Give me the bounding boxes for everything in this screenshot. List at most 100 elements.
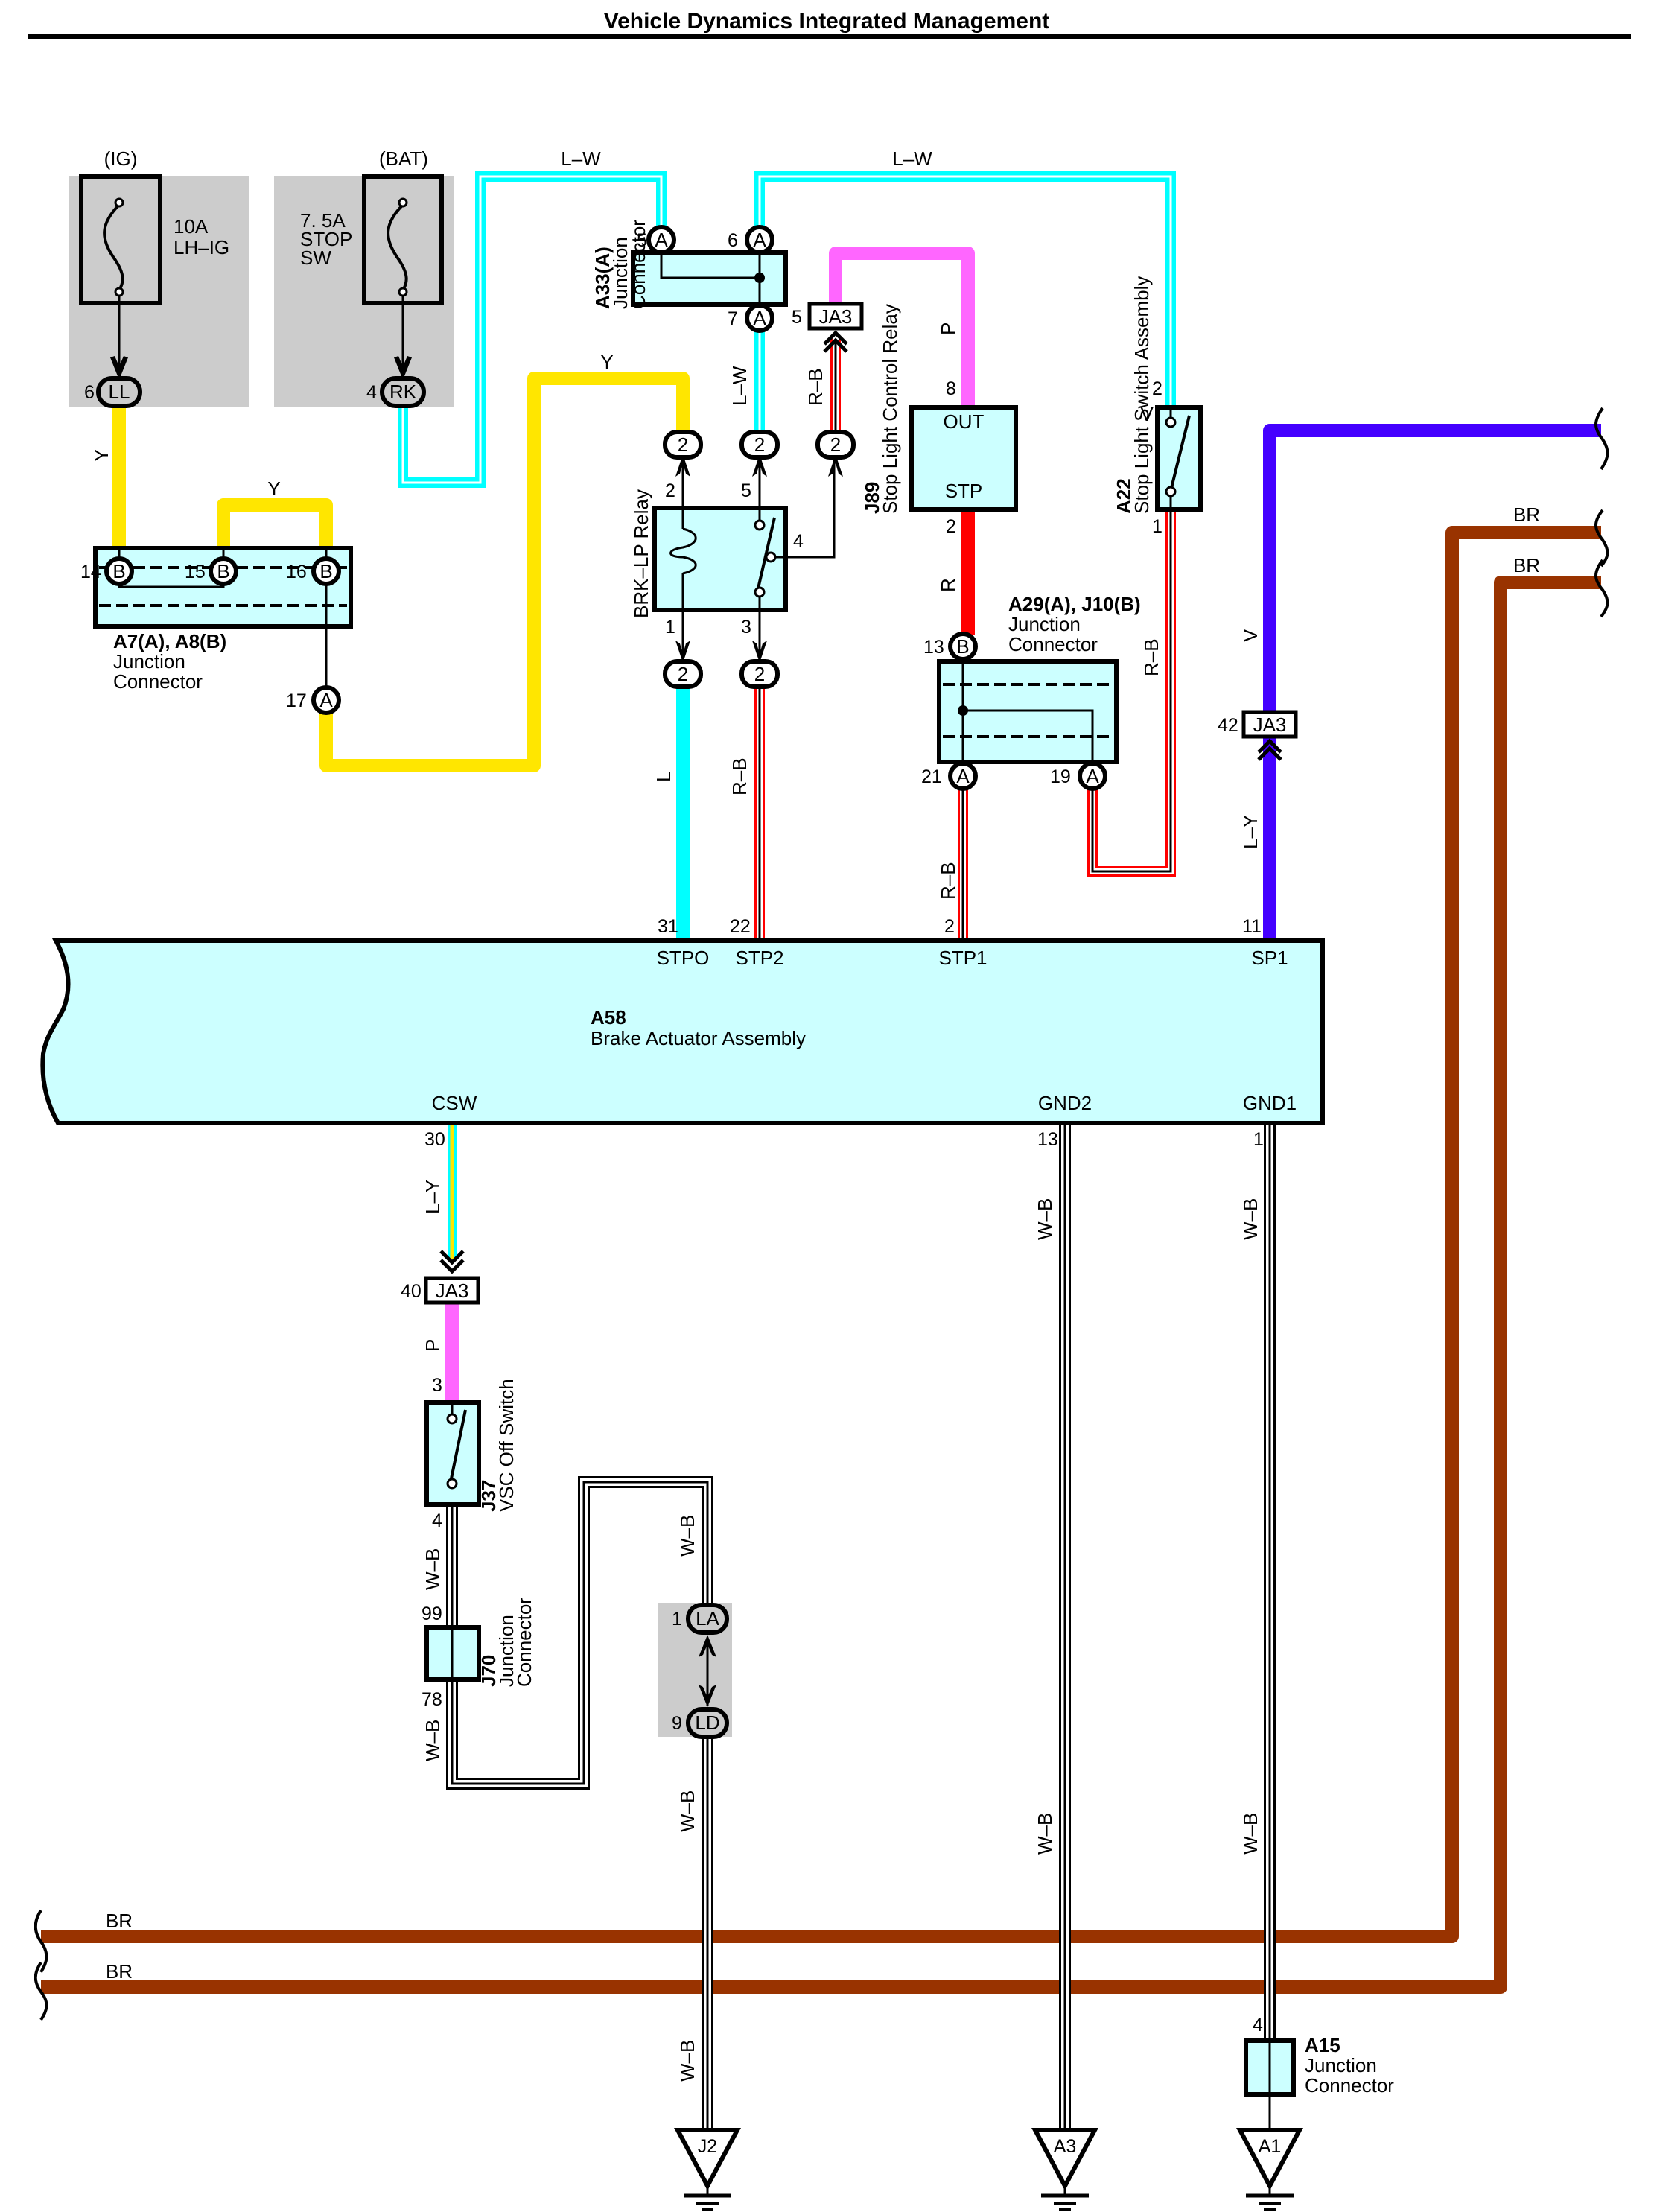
pin-16b: B 16 [286,556,341,586]
wire-label: V [1239,629,1262,642]
component-id: J37 [477,1480,500,1512]
fuse-terminal-icon [398,197,408,208]
component-name: BRK–LP Relay [630,489,652,618]
pin-number: 13 [1037,1129,1058,1150]
fuse-icon [387,203,408,291]
relay-brk-lp: 2 5 4 1 3 BRK–LP Relay [630,454,843,663]
fuse-rating: 7. 5A [300,209,346,232]
pin-7a: A 7 [728,303,774,333]
pin-number: 42 [1218,715,1238,736]
brake-actuator-a58: A58 Brake Actuator Assembly 31 STPO 22 S… [40,916,1325,1150]
connector-code: RK [389,381,417,403]
wire-rb-a29-to-a22 [1087,510,1176,877]
pin-number: 2 [946,516,956,537]
pin-19a: A 19 [1050,761,1107,791]
ground-code: J2 [698,2136,717,2157]
pin-number: 14 [80,562,101,582]
pin-number: 17 [286,690,307,711]
pin-number: 99 [422,1604,442,1624]
component-label-line1: Junction [1008,613,1081,635]
junction-ja3-42: JA3 42 [1218,710,1298,761]
switch-contact-icon [1170,415,1191,489]
wire-label: R [937,578,959,592]
wire-break-icon [34,1961,48,2021]
wire-label: Y [267,477,280,500]
splice-dot-icon [958,705,968,716]
wire-wb-j37-loop [446,1476,713,1790]
connector-number: 2 [678,433,688,456]
junction-ja3-5: JA3 5 [792,302,864,353]
switch-contact-icon [449,1409,467,1483]
pin-13b: B 13 [923,632,978,661]
wire-p-ja3-to-j89 [829,247,975,406]
wire-label: W–B [1239,1198,1262,1240]
wire-label: P [937,322,959,335]
wire-label: L–Y [1239,815,1262,849]
pin-number: 9 [672,1713,682,1734]
connector-letter: B [319,560,332,582]
connector-letter: A [1086,765,1099,787]
component-label-line1: Junction [1305,2054,1377,2076]
junction-j70: 99 78 J70 Junction Connector [422,1598,535,1710]
component-name: Stop Light Switch Assembly [1130,276,1153,514]
component-id: A58 [591,1006,626,1029]
terminal-label: STP2 [735,947,783,969]
fuse-icon [103,203,124,291]
relay-j89: OUT STP 8 2 J89 Stop Light Control Relay [861,304,1018,537]
pin-15b: B 15 [185,556,238,586]
fuse-name-line2: SW [300,247,331,269]
ground-a3: A3 [1031,2128,1098,2211]
connector-letter: B [956,635,969,658]
wire-label: L [652,772,675,782]
wire-break-icon [1594,509,1609,568]
pin-number: 8 [946,378,956,399]
component-label-line1: Junction [113,650,185,673]
arrow-icon [699,1685,716,1707]
component-id: J89 [861,482,883,514]
pin-number: 4 [366,382,377,403]
terminal-label: GND2 [1038,1092,1092,1114]
wire-label: W–B [676,1515,699,1557]
fuse-terminal-icon [398,287,408,297]
fuse-supply-label: (IG) [104,147,138,170]
fuse-rating: 10A [174,215,209,238]
chevron-up-icon [823,330,848,353]
wire-label: W–B [1239,1813,1262,1855]
pin-6a: A 6 [728,225,774,255]
wire-br-2 [41,576,1601,1994]
wire-label: R–B [728,757,751,795]
connector-code: LL [109,381,130,403]
connector-letter: A [319,689,333,711]
wire-label: BR [106,1960,133,1983]
fuse-name-line1: STOP [300,228,352,250]
wire-label: W–B [676,1790,699,1832]
pin-number: 31 [658,916,678,937]
pin-number: 16 [286,562,307,582]
fuse-terminal-icon [114,287,124,297]
pin-number: 5 [741,480,751,501]
wire-label: BR [1513,503,1540,526]
page-title: Vehicle Dynamics Integrated Management [604,9,1050,34]
pin-14b: B 14 [80,556,134,586]
ground-code: A1 [1259,2136,1282,2157]
terminal-label: STP [945,480,983,502]
connector-code: LD [695,1712,719,1734]
pin-number: 3 [741,617,751,638]
arrow-icon [828,454,843,477]
wire-label: V [1140,403,1154,425]
pin-number: 5 [637,230,647,251]
connector-code: LA [696,1607,719,1630]
pin-number: 7 [728,308,738,329]
junction-a15: 4 A15 Junction Connector [1244,2015,1394,2097]
component-id: J70 [477,1655,500,1687]
pin-number: 30 [424,1129,445,1150]
wire-v-sp1 [1263,424,1601,941]
pin-number: 2 [665,480,675,501]
pin-number: 4 [793,531,804,552]
pin-number: 4 [432,1510,442,1531]
inline-connector-2: 2 [815,430,856,460]
component-label-line2: Connector [627,220,649,309]
relay-switch-icon [757,517,776,589]
relay-coil-icon [669,527,697,575]
inline-connector-2: 2 [663,430,703,460]
